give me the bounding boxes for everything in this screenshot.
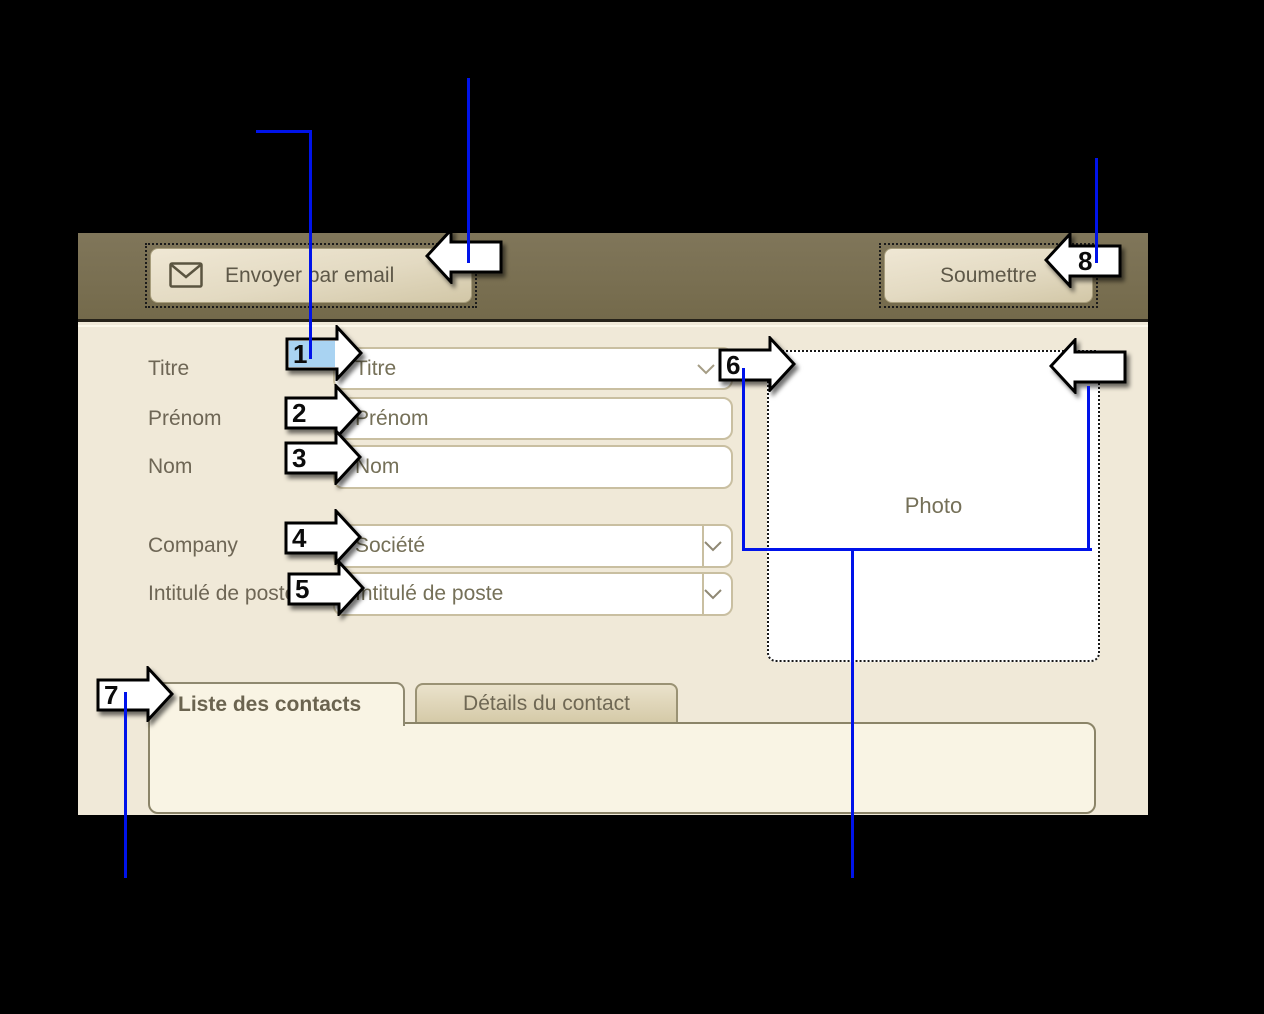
prenom-label: Prénom [148, 406, 222, 430]
envelope-icon [169, 262, 203, 289]
titre-label: Titre [148, 356, 190, 380]
active-tab-label: Liste des contacts [178, 693, 362, 716]
send-email-button-label: Envoyer par email [225, 263, 395, 287]
chevron-down-icon[interactable] [704, 582, 722, 606]
nom-label: Nom [148, 455, 193, 478]
prenom-input[interactable]: Prénom [333, 397, 733, 440]
dropdown-separator [702, 574, 704, 614]
photo-placeholder[interactable]: Photo [767, 350, 1100, 662]
send-email-button[interactable]: Envoyer par email [150, 248, 472, 303]
job-title-placeholder: Intitulé de poste [355, 582, 504, 605]
chevron-down-icon[interactable] [704, 534, 722, 558]
titre-combobox[interactable]: Titre [333, 347, 733, 390]
submit-button-focus-outline: Soumettre [879, 243, 1098, 308]
intitule-label: Intitulé de poste [148, 582, 297, 605]
tab-details-du-contact[interactable]: Détails du contact [415, 683, 678, 722]
titre-placeholder: Titre [355, 356, 397, 380]
submit-button[interactable]: Soumettre [884, 248, 1093, 303]
tab-liste-des-contacts[interactable]: Liste des contacts [148, 682, 405, 726]
tab-content-panel [148, 722, 1096, 814]
toolbar-divider [78, 325, 1148, 327]
photo-label: Photo [904, 493, 963, 518]
contact-form-window: Envoyer par email Soumettre Titre Prénom… [78, 233, 1148, 815]
company-placeholder: Société [355, 534, 426, 557]
send-email-button-focus-outline: Envoyer par email [145, 243, 477, 308]
nom-placeholder: Nom [355, 455, 400, 478]
company-label: Company [148, 534, 238, 557]
submit-button-label: Soumettre [940, 263, 1037, 287]
inactive-tab-label: Détails du contact [463, 691, 630, 715]
chevron-down-icon[interactable] [697, 357, 715, 381]
nom-input[interactable]: Nom [333, 445, 733, 489]
dropdown-separator [702, 526, 704, 566]
callout-line [256, 130, 312, 133]
company-dropdown[interactable]: Société [333, 524, 733, 568]
job-title-dropdown[interactable]: Intitulé de poste [333, 572, 733, 616]
prenom-placeholder: Prénom [355, 406, 429, 430]
